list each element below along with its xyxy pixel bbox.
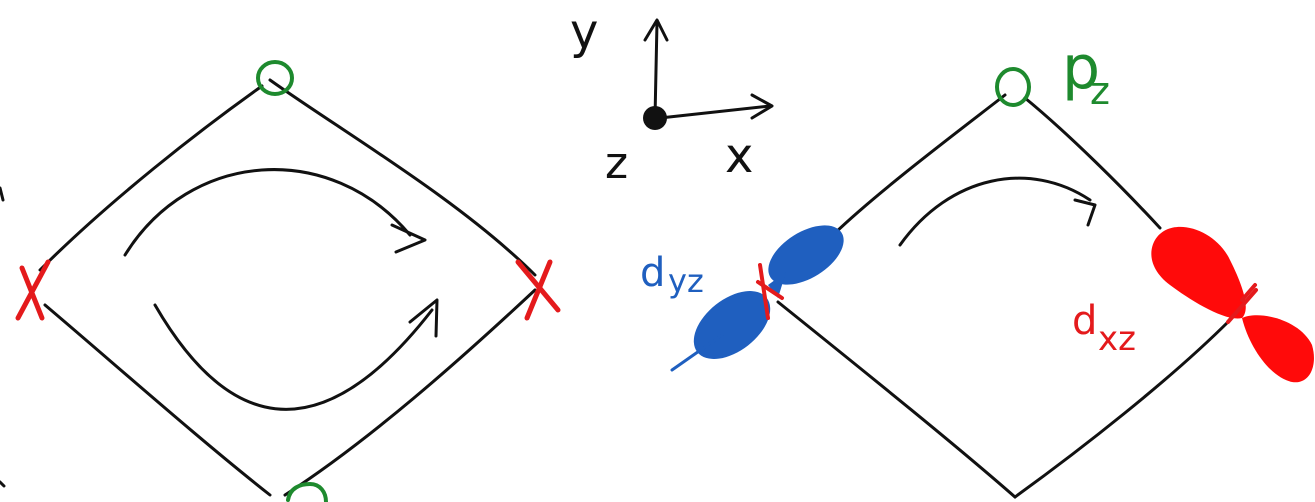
left-square [40,80,535,495]
left-upper-hop-arrow [125,170,410,255]
y-axis-arrow [655,22,657,118]
pz-site-top-circle-right [997,69,1029,105]
left-upper-hop-arrowhead [392,225,425,252]
dyz-label: d [640,250,665,296]
pz-site-top-circle [258,62,292,94]
pz-subscript: z [1090,69,1110,113]
right-hop-arrow [900,178,1090,245]
coordinate-axes: y x z [570,4,772,189]
left-lower-hop-arrow [155,305,432,409]
x-axis-label: x [725,128,753,184]
right-square-top-left-edge [835,95,1005,233]
d-site-right-cross [518,262,558,318]
left-edge-tick-bottom [0,482,4,486]
z-axis-label: z [605,138,628,189]
pz-site-bottom-circle [288,484,326,502]
dxz-orbital [1151,227,1314,382]
left-edge-tick [0,188,3,200]
right-plaquette: p z d yz d xz [640,33,1314,497]
dyz-orbital [681,213,853,372]
z-axis-dot [643,106,667,130]
dxz-subscript: xz [1098,319,1136,359]
right-square-bottom-left-edge [778,302,1015,497]
y-axis-label: y [570,4,598,60]
left-plaquette [0,62,558,502]
dxz-label: d [1072,298,1097,344]
right-hop-arrowhead [1075,200,1095,225]
d-site-left-cross [18,262,48,318]
dyz-subscript: yz [668,262,704,300]
